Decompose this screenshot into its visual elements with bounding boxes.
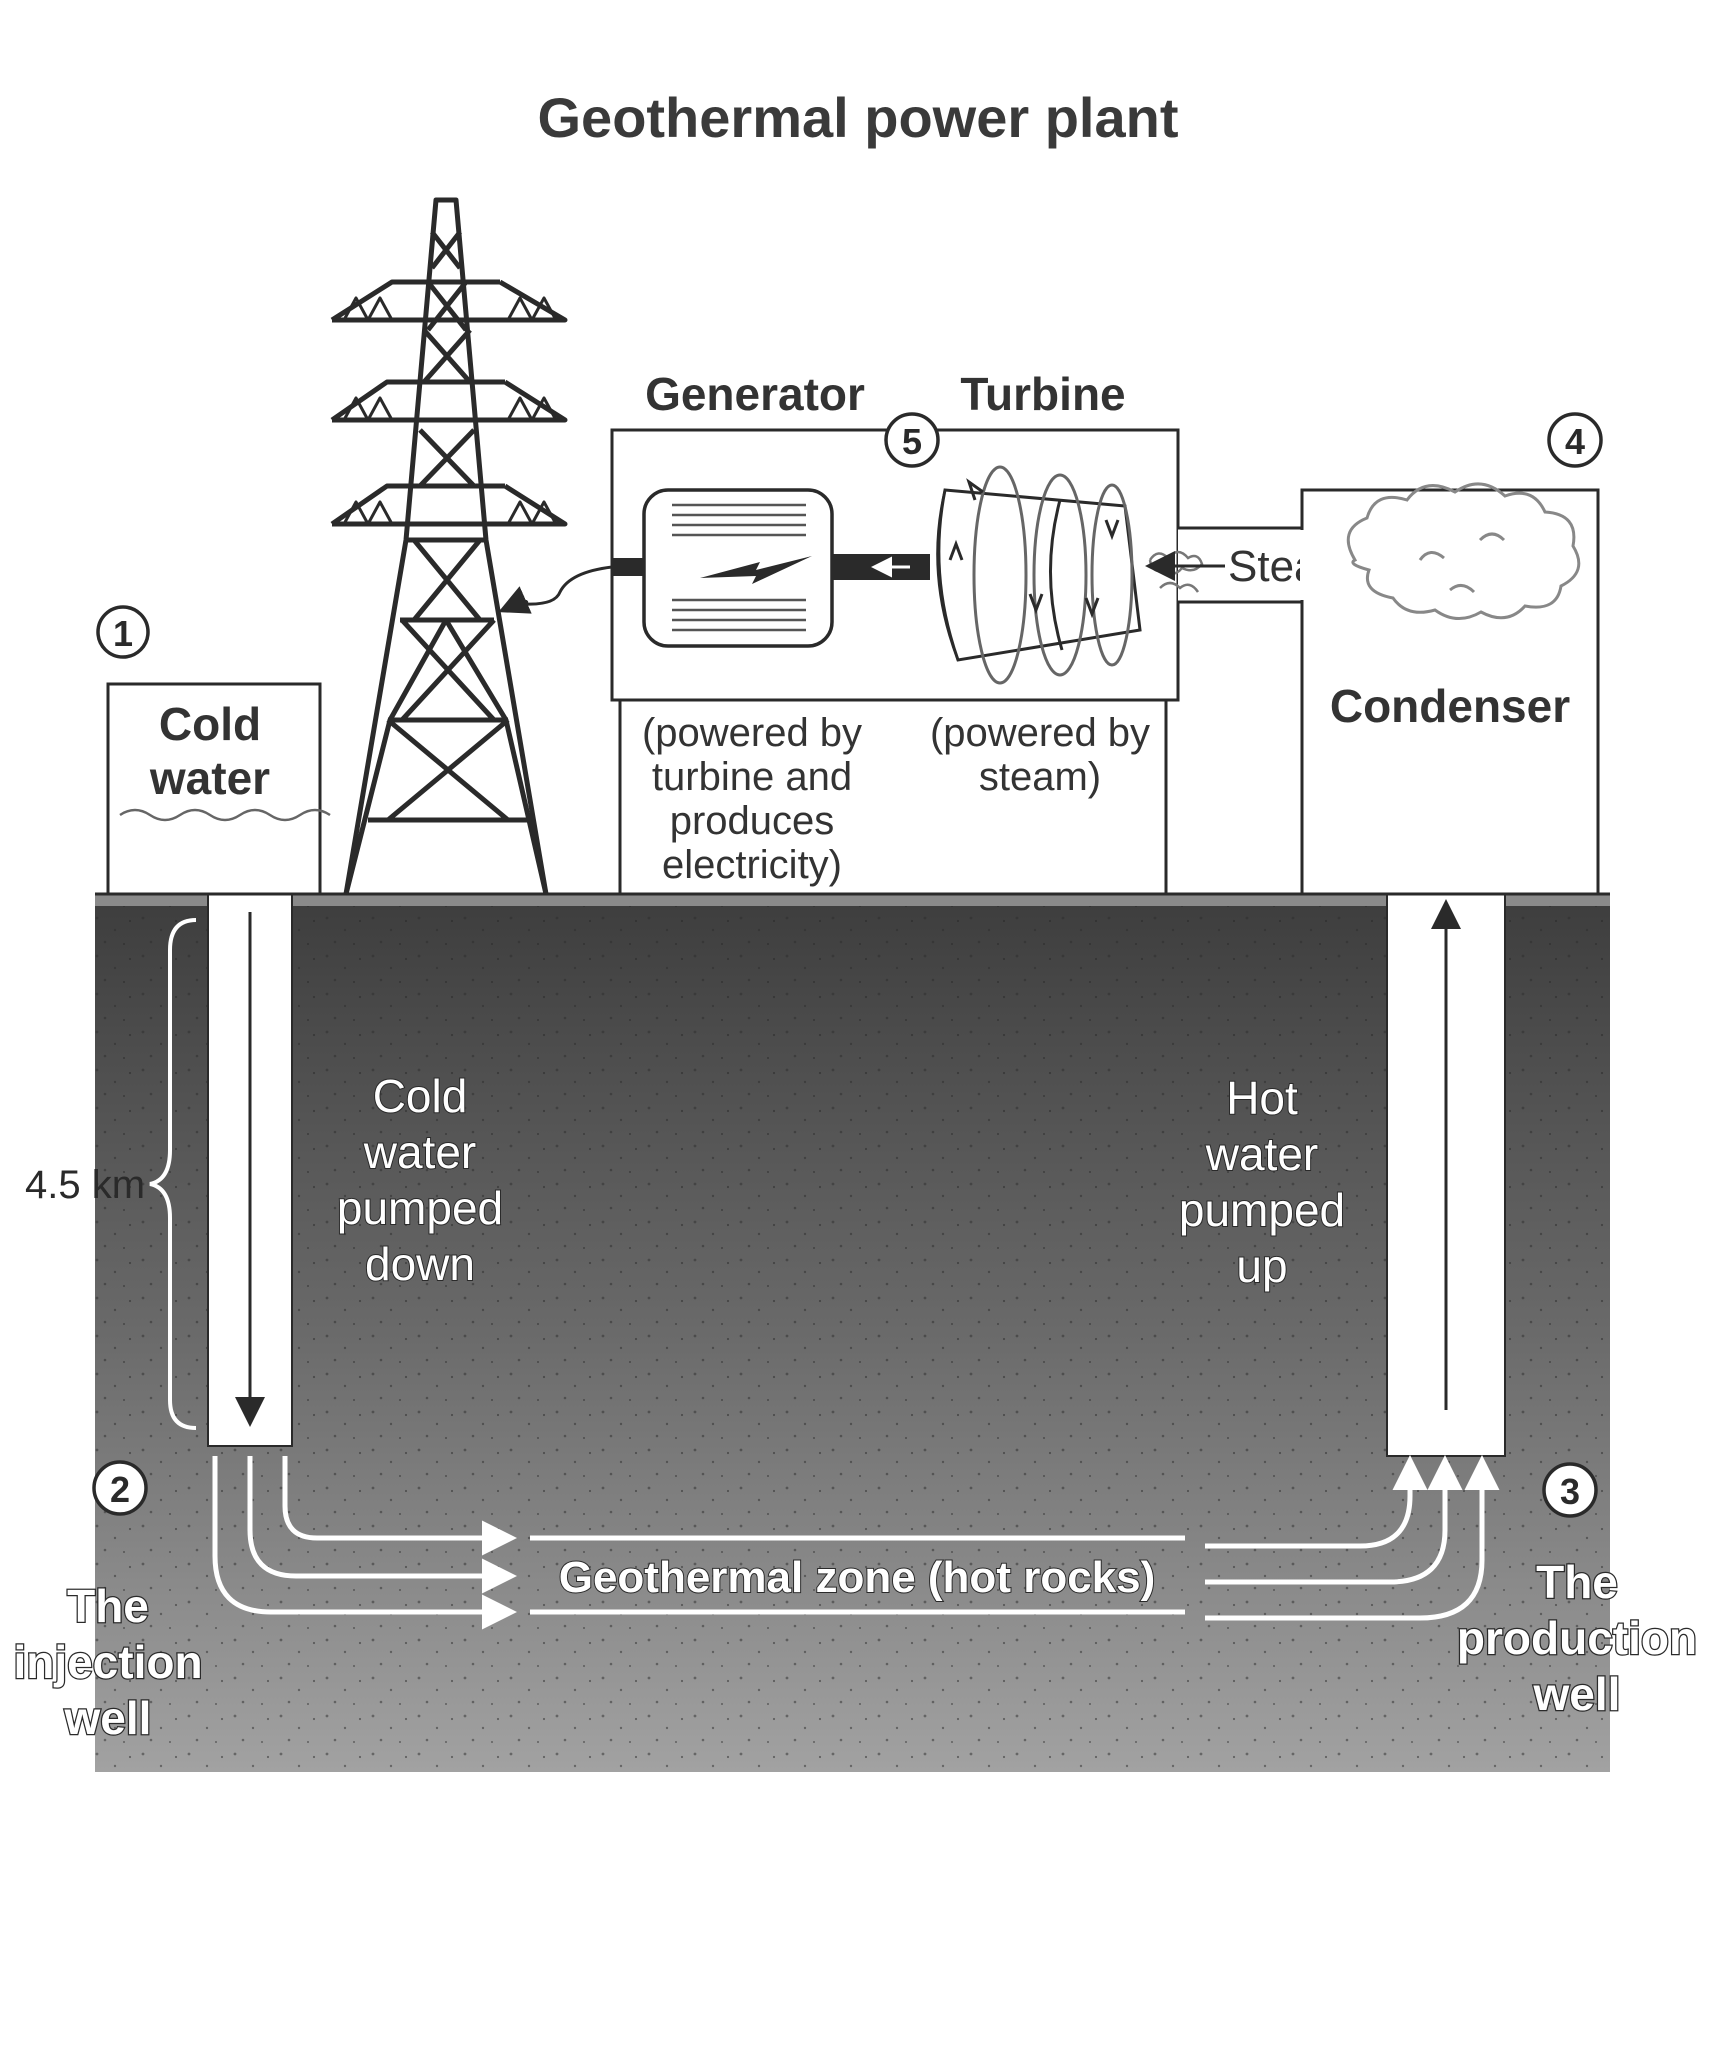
step-number-1: 1 bbox=[113, 613, 133, 654]
step-number-2: 2 bbox=[110, 1469, 130, 1510]
cloud-icon bbox=[1346, 482, 1581, 620]
step-number-5: 5 bbox=[902, 421, 922, 462]
cold-water-tank: Cold water bbox=[106, 682, 331, 896]
hot-water-pumped-up-label: Hot water pumped up bbox=[1178, 1071, 1346, 1293]
generator-icon bbox=[612, 488, 930, 648]
injection-well-label: The injection well bbox=[12, 1579, 204, 1746]
step-badge-1: 1 bbox=[96, 605, 150, 659]
step-number-4: 4 bbox=[1565, 421, 1585, 462]
cold-down-line2: water bbox=[363, 1126, 476, 1178]
step-badge-4: 4 bbox=[1547, 412, 1603, 468]
generator-note-line3: produces bbox=[670, 799, 835, 843]
turbine-icon bbox=[936, 465, 1142, 685]
pylon-icon bbox=[330, 197, 568, 895]
depth-brace bbox=[149, 918, 197, 1430]
geothermal-flow-arrows bbox=[212, 1455, 1500, 1630]
diagram-title: Geothermal power plant bbox=[538, 86, 1179, 149]
injection-well-line1: The bbox=[67, 1580, 149, 1632]
turbine-note: (powered by steam) bbox=[930, 711, 1150, 799]
power-line bbox=[498, 565, 613, 614]
production-well-shaft bbox=[1386, 889, 1506, 1457]
injection-well-line3: well bbox=[64, 1692, 152, 1744]
condenser-label: Condenser bbox=[1330, 680, 1570, 732]
production-well-line1: The bbox=[1536, 1556, 1618, 1608]
generator-note: (powered by turbine and produces electri… bbox=[642, 711, 862, 887]
step-badge-2: 2 bbox=[92, 1460, 148, 1516]
generator-note-line1: (powered by bbox=[642, 711, 862, 755]
hot-up-line4: up bbox=[1236, 1240, 1287, 1292]
injection-well-line2: injection bbox=[13, 1636, 202, 1688]
cold-down-line4: down bbox=[365, 1238, 475, 1290]
step-badge-5: 5 bbox=[884, 412, 940, 468]
hot-up-line3: pumped bbox=[1179, 1184, 1345, 1236]
generator-note-line4: electricity) bbox=[662, 843, 842, 887]
cold-water-tank-label-line1: Cold bbox=[159, 698, 261, 750]
production-well-line2: production bbox=[1457, 1612, 1697, 1664]
cold-down-line1: Cold bbox=[373, 1070, 468, 1122]
cold-water-pumped-down-label: Cold water pumped down bbox=[336, 1069, 504, 1291]
depth-label: 4.5 km bbox=[25, 1163, 145, 1207]
production-well-label: The production well bbox=[1456, 1555, 1699, 1722]
hot-up-line1: Hot bbox=[1226, 1072, 1298, 1124]
turbine-label: Turbine bbox=[960, 368, 1125, 420]
cold-down-line3: pumped bbox=[337, 1182, 503, 1234]
injection-well-shaft bbox=[207, 889, 293, 1447]
hot-up-line2: water bbox=[1205, 1128, 1318, 1180]
cold-water-tank-label-line2: water bbox=[149, 752, 270, 804]
generator-note-line2: turbine and bbox=[652, 755, 852, 799]
ground bbox=[95, 892, 1610, 1772]
production-well-line3: well bbox=[1533, 1668, 1621, 1720]
turbine-note-line1: (powered by bbox=[930, 711, 1150, 755]
condenser-unit: Condenser bbox=[1300, 482, 1600, 896]
lightning-icon bbox=[700, 556, 812, 584]
step-number-3: 3 bbox=[1560, 1471, 1580, 1512]
turbine-note-line2: steam) bbox=[979, 755, 1101, 799]
geothermal-zone-label: Geothermal zone (hot rocks) bbox=[559, 1553, 1156, 1602]
generator-label: Generator bbox=[645, 368, 865, 420]
step-badge-3: 3 bbox=[1542, 1462, 1598, 1518]
